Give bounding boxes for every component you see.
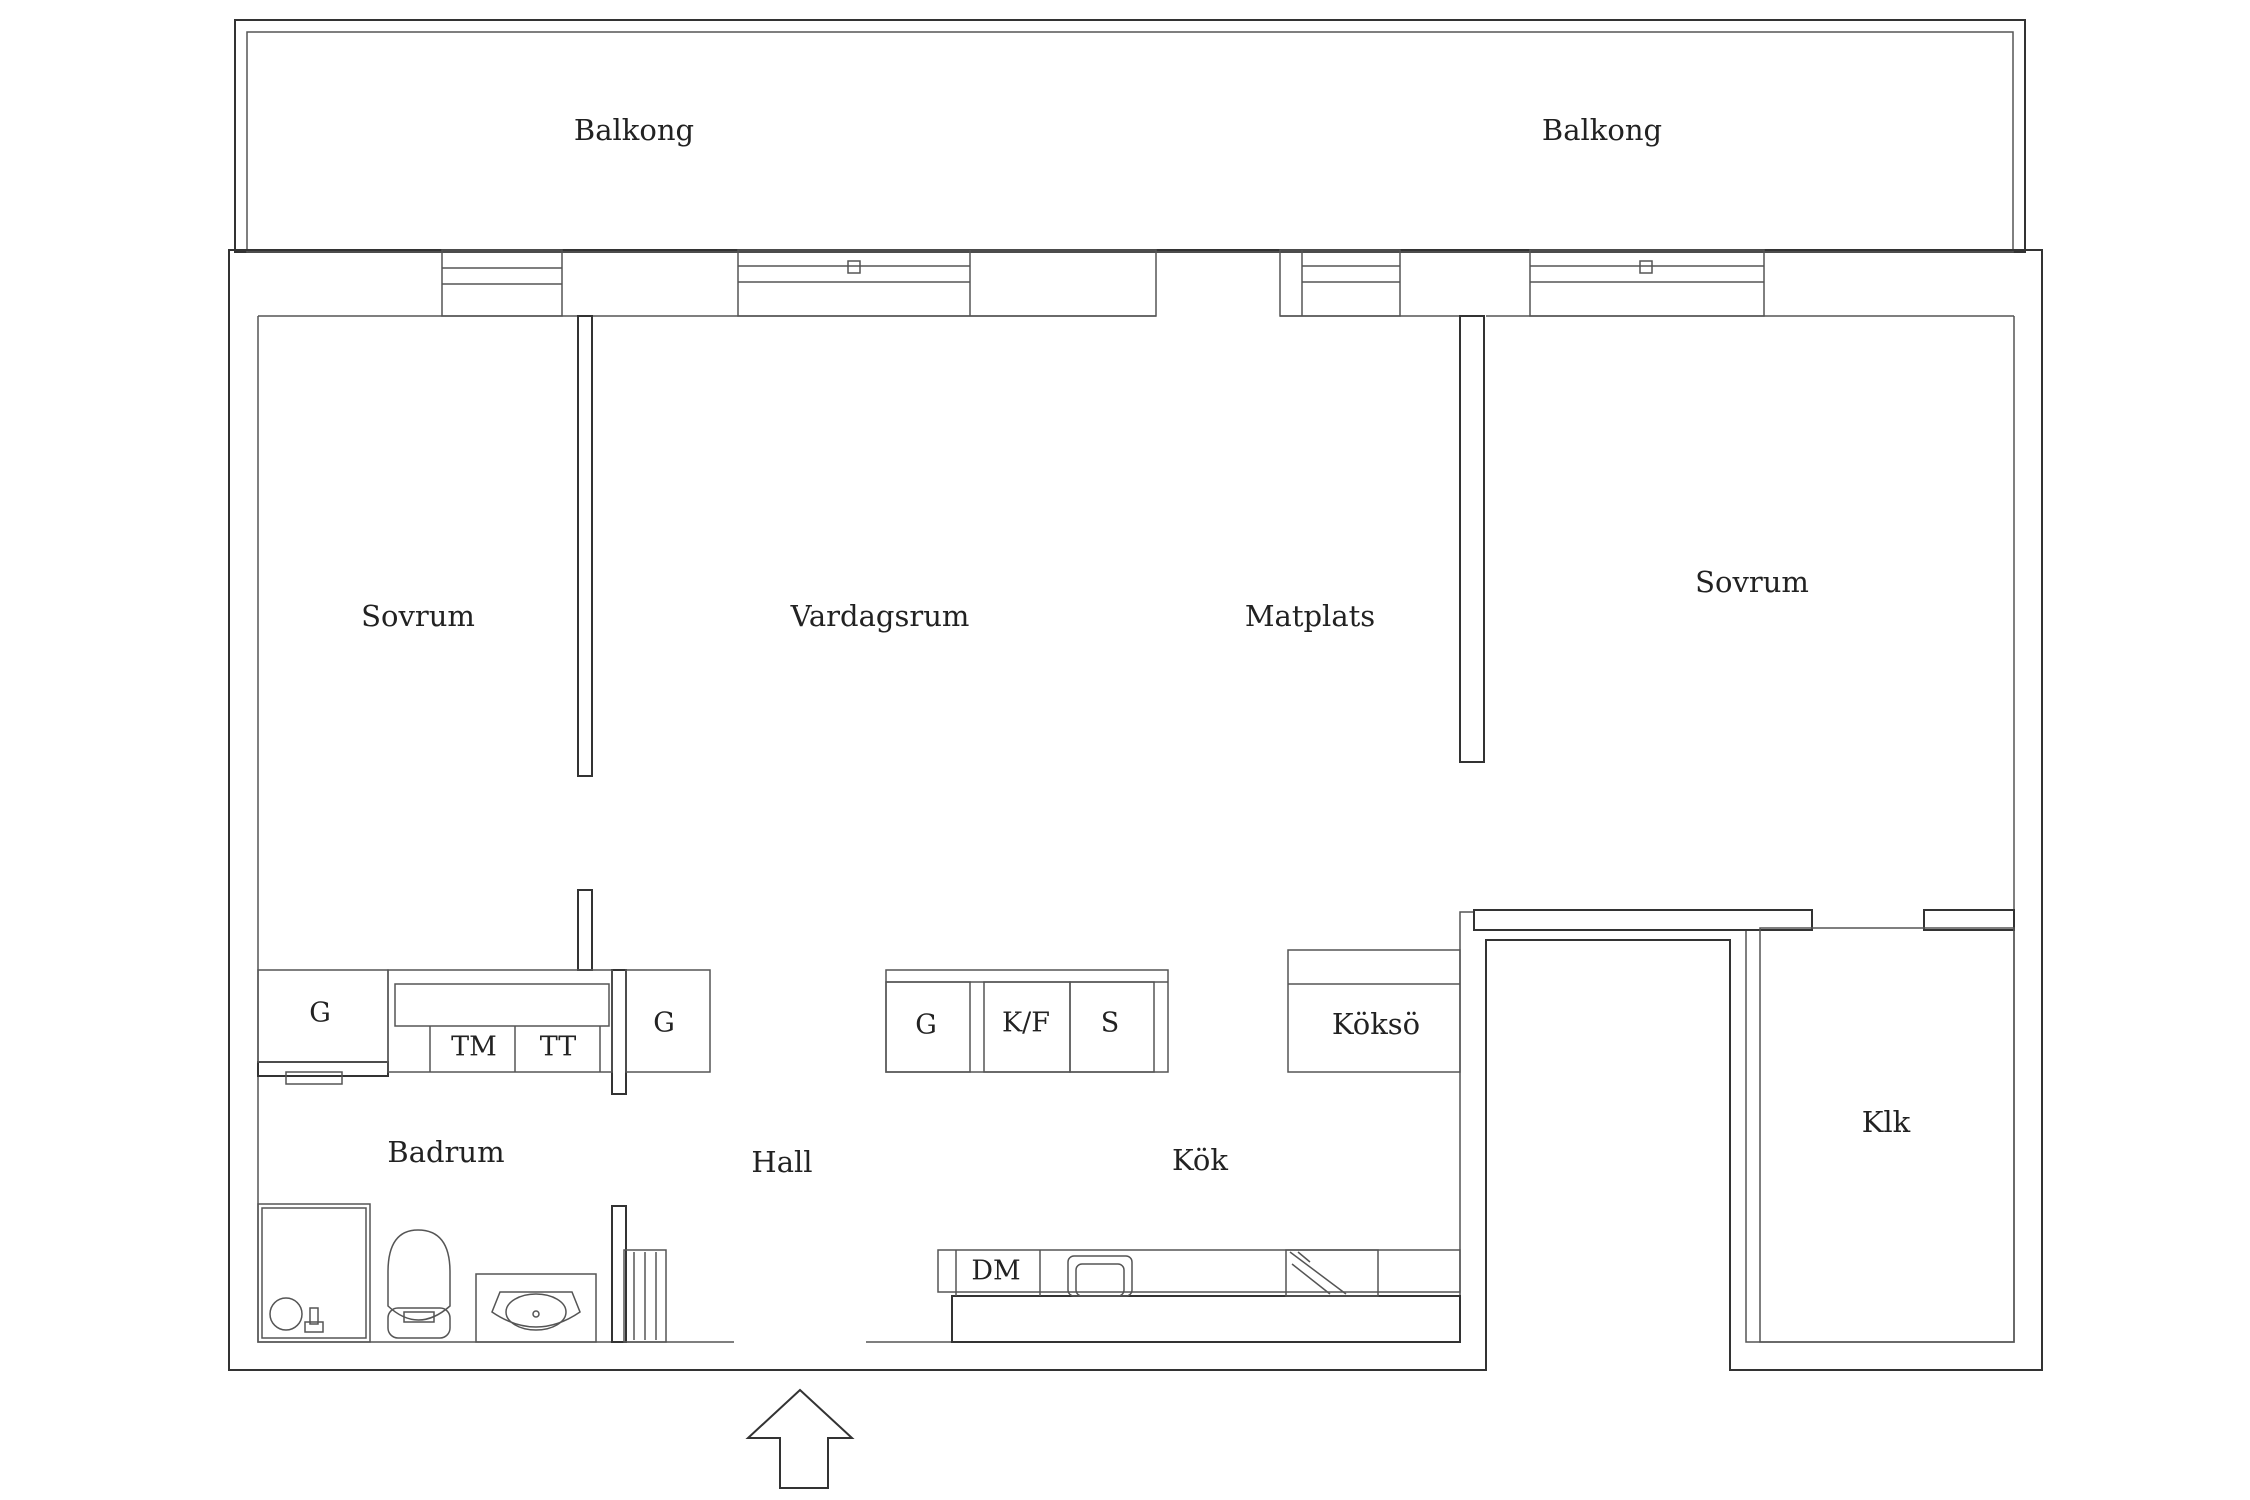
hall-storage	[885, 969, 1169, 1073]
dining-label: Matplats	[1245, 599, 1375, 633]
windows	[441, 249, 1765, 317]
entrance-arrow-icon	[745, 1388, 855, 1489]
dishwasher-label: DM	[971, 1256, 1020, 1287]
closet-shape	[1759, 927, 2015, 1343]
wardrobe-3-label: G	[915, 1010, 937, 1041]
bedroom-right-label: Sovrum	[1695, 565, 1809, 599]
wardrobe-2-label: G	[653, 1008, 675, 1039]
bathroom-label: Badrum	[387, 1135, 504, 1169]
bathroom-fixtures	[257, 1203, 667, 1343]
hall-label: Hall	[751, 1145, 812, 1179]
kitchen-counter	[937, 1249, 1461, 1343]
kitchen-label: Kök	[1172, 1143, 1228, 1177]
wardrobe-1-label: G	[309, 998, 331, 1029]
balcony-left-label: Balkong	[574, 113, 694, 147]
dryer-label: TT	[540, 1032, 577, 1063]
living-room-label: Vardagsrum	[790, 599, 970, 633]
fridge-freezer-label: K/F	[1002, 1008, 1050, 1039]
laundry-area	[257, 969, 711, 1085]
interior-walls	[257, 315, 2015, 1343]
kitchen-island-shape	[1287, 949, 1461, 1073]
bedroom-left-label: Sovrum	[361, 599, 475, 633]
walk-in-closet-label: Klk	[1862, 1105, 1911, 1139]
balcony-right-label: Balkong	[1542, 113, 1662, 147]
exterior-walls	[228, 249, 2043, 1371]
storage-label: S	[1101, 1008, 1120, 1039]
balcony	[234, 19, 2026, 253]
kitchen-island-label: Köksö	[1332, 1007, 1420, 1041]
washer-label: TM	[451, 1032, 497, 1063]
